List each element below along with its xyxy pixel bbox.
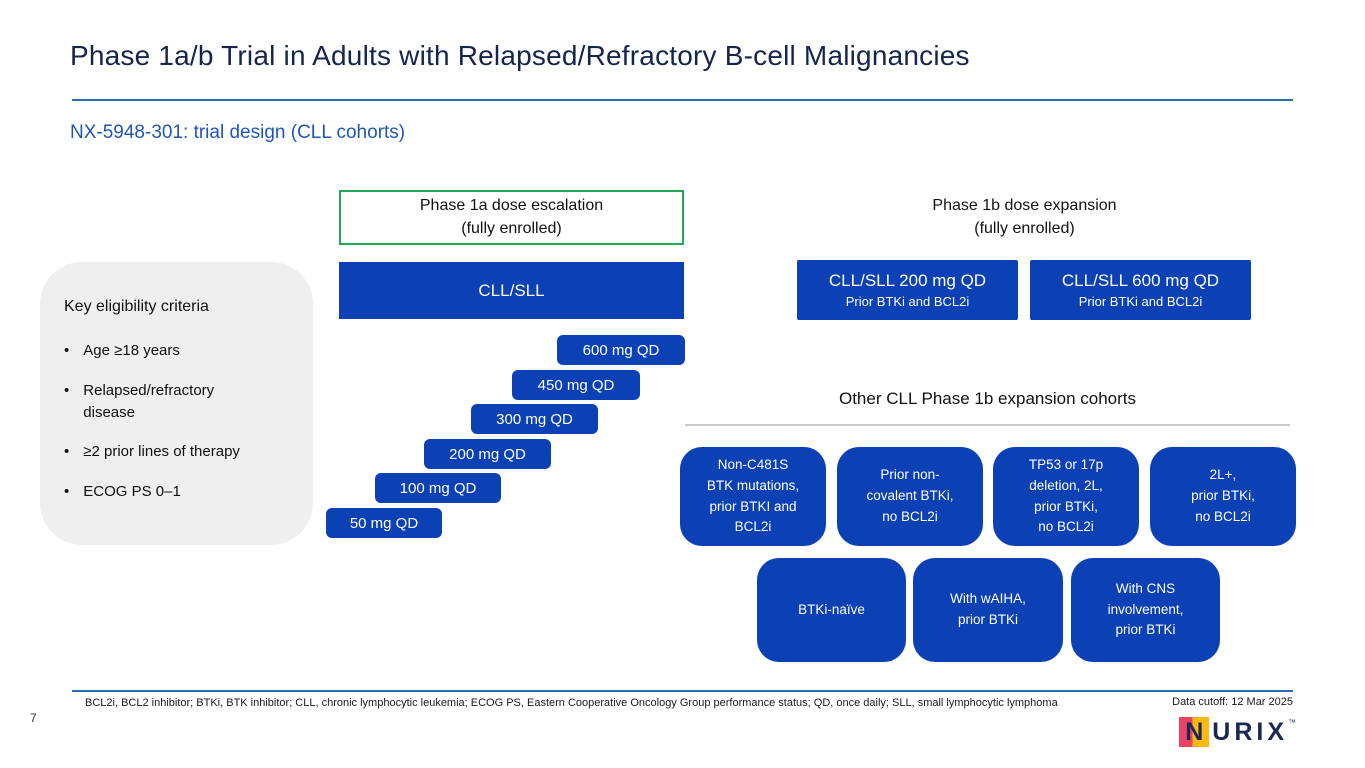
dose-box-300: 300 mg QD <box>471 404 598 434</box>
cohort-title: CLL/SLL 200 mg QD <box>828 271 987 290</box>
page-title: Phase 1a/b Trial in Adults with Relapsed… <box>70 40 970 71</box>
dose-box-200: 200 mg QD <box>424 439 551 469</box>
cohort-box-2l-plus: 2L+, prior BTKi, no BCL2i <box>1150 447 1296 546</box>
bullet-icon: • <box>64 483 70 500</box>
cohort-box-non-c481s: Non-C481S BTK mutations, prior BTKI and … <box>680 447 826 546</box>
eligibility-item-relapsed: Relapsed/refractory disease <box>83 381 215 421</box>
footer-divider <box>72 690 1293 692</box>
cohort-box-btki-naive: BTKi-naïve <box>757 558 906 662</box>
bullet-icon: • <box>64 443 70 461</box>
phase1a-heading-box: Phase 1a dose escalation (fully enrolled… <box>339 190 684 245</box>
list-item: • Relapsed/refractory disease <box>64 380 291 424</box>
nurix-logo: N URIX ™ <box>1179 717 1296 747</box>
data-cutoff-label: Data cutoff: 12 Mar 2025 <box>1172 696 1293 708</box>
nurix-logo-text: URIX <box>1212 718 1288 746</box>
eligibility-item-age: Age ≥18 years <box>83 342 180 359</box>
other-cohorts-heading: Other CLL Phase 1b expansion cohorts <box>838 389 1137 408</box>
eligibility-heading: Key eligibility criteria <box>64 298 209 315</box>
title-divider <box>72 99 1293 101</box>
dose-box-600: 600 mg QD <box>557 335 685 365</box>
phase1a-cohort-box: CLL/SLL <box>339 262 684 319</box>
cohort-title: CLL/SLL 600 mg QD <box>1061 271 1220 290</box>
cohort-subtitle: Prior BTKi and BCL2i <box>1078 294 1203 309</box>
eligibility-criteria-panel: Key eligibility criteria • Age ≥18 years… <box>40 262 313 545</box>
other-cohorts-divider <box>685 424 1290 426</box>
phase1b-cohort-200mg-box: CLL/SLL 200 mg QD Prior BTKi and BCL2i <box>797 260 1018 320</box>
slide-subtitle: NX-5948-301: trial design (CLL cohorts) <box>70 122 406 143</box>
eligibility-item-ecog: ECOG PS 0–1 <box>83 483 181 500</box>
list-item: • ECOG PS 0–1 <box>64 481 291 503</box>
nurix-logo-mark-icon: N <box>1179 717 1210 747</box>
bullet-icon: • <box>64 342 70 359</box>
cohort-box-noncovalent-btki: Prior non- covalent BTKi, no BCL2i <box>837 447 983 546</box>
list-item: • ≥2 prior lines of therapy <box>64 441 291 463</box>
page-number: 7 <box>30 711 37 725</box>
cohort-box-tp53-17p: TP53 or 17p deletion, 2L, prior BTKi, no… <box>993 447 1139 546</box>
trademark-symbol: ™ <box>1288 718 1296 727</box>
cohort-box-waiha: With wAIHA, prior BTKi <box>913 558 1063 662</box>
cohort-box-cns: With CNS involvement, prior BTKi <box>1071 558 1220 662</box>
phase1b-heading: Phase 1b dose expansion (fully enrolled) <box>932 197 1117 238</box>
dose-box-50: 50 mg QD <box>326 508 442 538</box>
abbreviations-footnote: BCL2i, BCL2 inhibitor; BTKi, BTK inhibit… <box>85 697 1058 709</box>
phase1b-cohort-600mg-box: CLL/SLL 600 mg QD Prior BTKi and BCL2i <box>1030 260 1251 320</box>
bullet-icon: • <box>64 381 70 399</box>
list-item: • Age ≥18 years <box>64 340 291 362</box>
cohort-subtitle: Prior BTKi and BCL2i <box>845 294 970 309</box>
eligibility-item-prior-lines: ≥2 prior lines of therapy <box>83 443 240 461</box>
dose-box-100: 100 mg QD <box>375 473 501 503</box>
dose-box-450: 450 mg QD <box>512 370 640 400</box>
